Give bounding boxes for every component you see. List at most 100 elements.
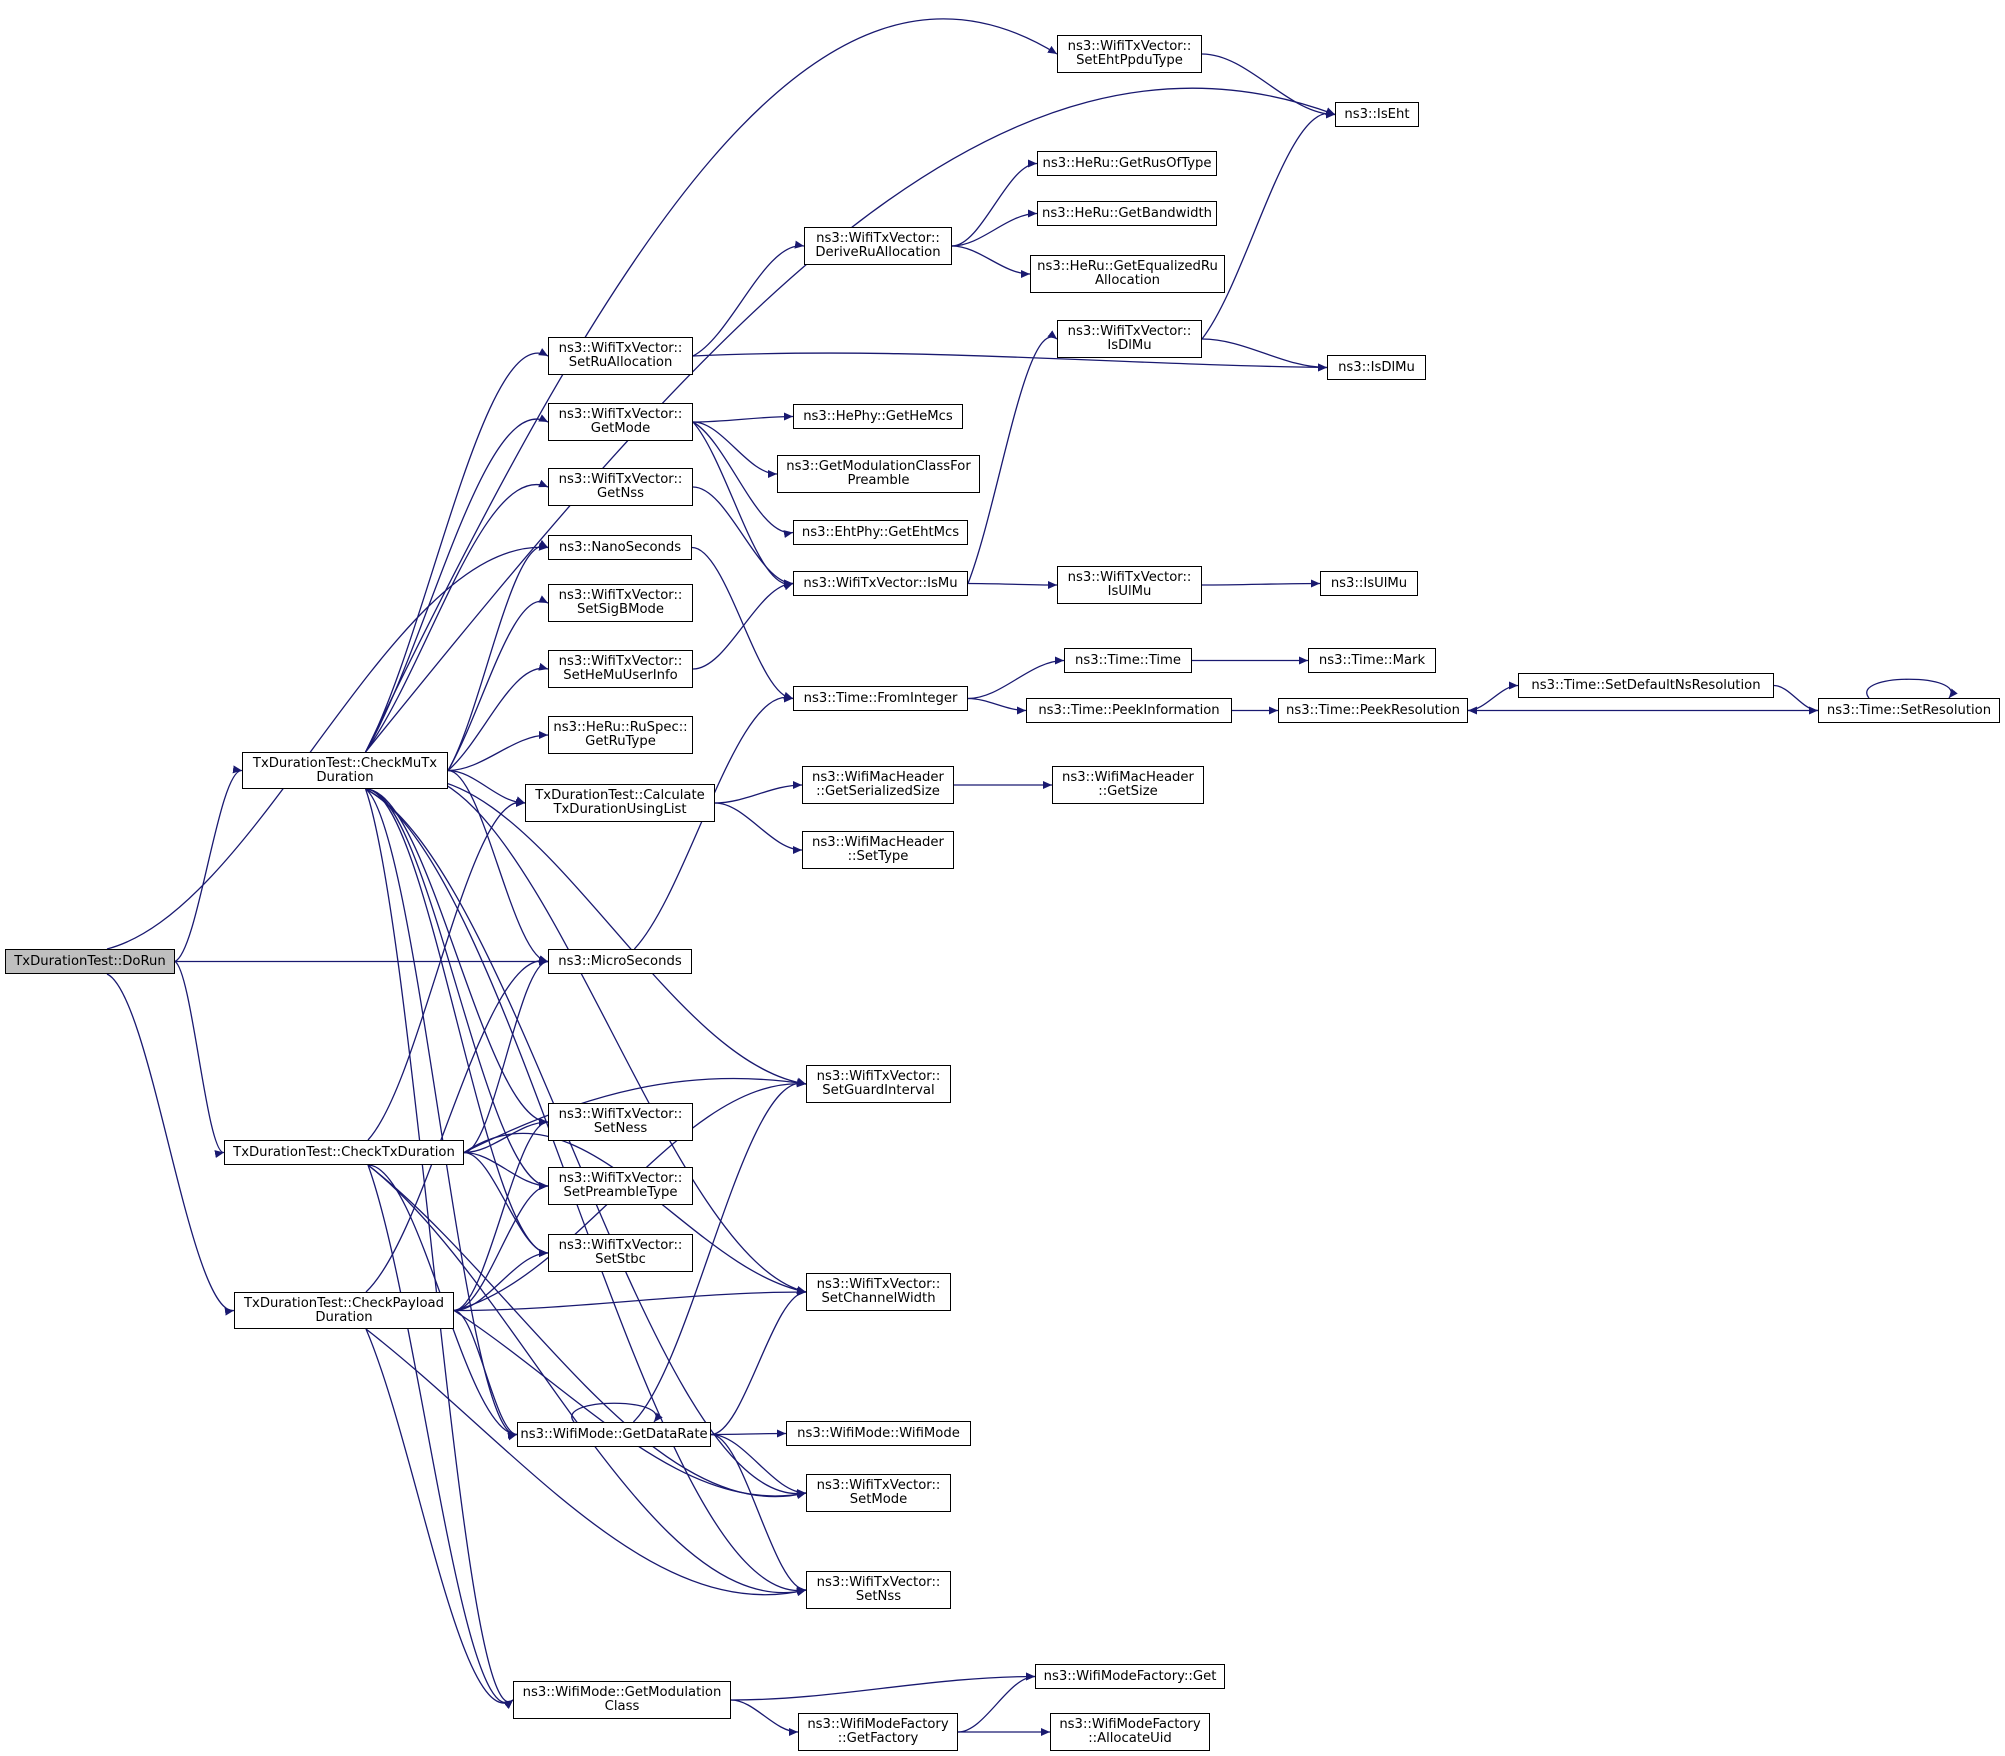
node-microseconds[interactable]: ns3::MicroSeconds [548,949,692,974]
node-factoryget[interactable]: ns3::WifiModeFactory::Get [1035,1664,1225,1689]
edge-getfactory-to-factoryget [957,1672,1036,1733]
node-label-line: ns3::EhtPhy::GetEhtMcs [801,524,960,540]
node-label-line: ns3::IsEht [1344,106,1410,122]
node-label-line: ns3::WifiTxVector:: [816,1478,941,1493]
edge-getmodulation-to-factoryget [730,1672,1036,1701]
node-setchannel[interactable]: ns3::WifiTxVector::SetChannelWidth [806,1273,951,1311]
node-label-line: ns3::WifiTxVector:: [816,1575,941,1590]
node-sethemu[interactable]: ns3::WifiTxVector::SetHeMuUserInfo [548,650,693,688]
node-setpreamble[interactable]: ns3::WifiTxVector::SetPreambleType [548,1167,693,1205]
edge-checkmutx-to-getnss [365,479,549,753]
node-nanoseconds[interactable]: ns3::NanoSeconds [548,535,692,560]
node-label-line: ns3::WifiTxVector:: [558,1107,683,1122]
node-setres[interactable]: ns3::Time::SetResolution [1818,698,2000,723]
node-getfactory[interactable]: ns3::WifiModeFactory::GetFactory [798,1713,958,1751]
node-getrutype[interactable]: ns3::HeRu::RuSpec::GetRuType [548,716,693,754]
node-label-line: ns3::WifiTxVector:: [1067,570,1192,585]
node-label-line: ns3::IsDlMu [1338,359,1415,375]
edge-deriveru-to-getequalized [951,245,1031,278]
edge-checktx-to-setness [463,1118,549,1154]
node-peekinfo[interactable]: ns3::Time::PeekInformation [1026,698,1232,723]
node-ismu[interactable]: ns3::WifiTxVector::IsMu [793,571,968,596]
node-setguard[interactable]: ns3::WifiTxVector::SetGuardInterval [806,1065,951,1103]
node-setnss[interactable]: ns3::WifiTxVector::SetNss [806,1571,951,1609]
edge-checktx-to-microseconds [463,957,549,1154]
node-peekres[interactable]: ns3::Time::PeekResolution [1278,698,1468,723]
node-getsize[interactable]: ns3::WifiMacHeader::GetSize [1052,766,1204,804]
node-label-line: ns3::IsUlMu [1330,575,1408,591]
node-label-line: ns3::WifiTxVector:: [558,654,683,669]
node-allocuid[interactable]: ns3::WifiModeFactory::AllocateUid [1050,1713,1210,1751]
node-getbandwidth[interactable]: ns3::HeRu::GetBandwidth [1037,201,1217,226]
node-setehtppdu[interactable]: ns3::WifiTxVector::SetEhtPpduType [1057,35,1202,73]
edge-setehtppdu-to-iseht [1201,53,1336,119]
edge-getdatarate-to-getdatarate [571,1402,663,1423]
node-settype[interactable]: ns3::WifiMacHeader::SetType [802,831,954,869]
node-label-line: ns3::WifiTxVector:: [816,231,940,246]
node-timetime[interactable]: ns3::Time::Time [1064,648,1192,673]
node-getnss[interactable]: ns3::WifiTxVector::GetNss [548,468,693,506]
edge-dorun-to-checkmutx [174,765,243,963]
node-label-line: TxDurationTest::Calculate [535,788,705,803]
node-label-line: ::GetSerializedSize [816,784,940,799]
node-setsigb[interactable]: ns3::WifiTxVector::SetSigBMode [548,584,693,622]
node-frominteger[interactable]: ns3::Time::FromInteger [793,686,968,711]
node-setness[interactable]: ns3::WifiTxVector::SetNess [548,1103,693,1141]
node-dorun[interactable]: TxDurationTest::DoRun [5,949,175,974]
node-timemark[interactable]: ns3::Time::Mark [1308,648,1436,673]
node-label-line: ns3::WifiTxVector:: [816,1069,941,1084]
edge-isulmuvec-to-isulmu [1201,579,1321,588]
node-gethemcs[interactable]: ns3::HePhy::GetHeMcs [793,404,963,429]
node-isdlmuvec[interactable]: ns3::WifiTxVector::IsDlMu [1057,320,1202,358]
node-label-line: ns3::HeRu::GetBandwidth [1041,205,1213,221]
edge-getmode-to-ismu [692,421,794,591]
edge-ismu-to-isdlmuvec [967,330,1058,584]
node-label-line: ns3::HeRu::GetRusOfType [1042,155,1212,171]
node-setrualloc[interactable]: ns3::WifiTxVector::SetRuAllocation [548,337,693,375]
node-getrusoftype[interactable]: ns3::HeRu::GetRusOfType [1037,151,1217,176]
edge-checktx-to-getmodulation [367,1164,514,1709]
node-setmode[interactable]: ns3::WifiTxVector::SetMode [806,1474,951,1512]
edge-checkmutx-to-microseconds [447,769,549,966]
edge-getdatarate-to-setmode [710,1433,807,1497]
node-getehtmcs[interactable]: ns3::EhtPhy::GetEhtMcs [793,520,968,545]
node-label-line: TxDurationTest::CheckPayload [244,1295,444,1311]
edge-checkmutx-to-nanoseconds [447,539,549,771]
node-getmode[interactable]: ns3::WifiTxVector::GetMode [548,403,693,441]
edge-checkmutx-to-setrualloc [365,348,549,753]
node-label-line: ns3::WifiModeFactory [807,1717,949,1732]
node-label-line: Duration [315,1309,373,1325]
node-label-line: SetChannelWidth [821,1291,936,1306]
edge-peekres-to-setdefaultns [1467,681,1519,712]
node-label-line: IsDlMu [1107,338,1152,353]
edge-getmode-to-gethemcs [692,412,794,423]
node-getserialized[interactable]: ns3::WifiMacHeader::GetSerializedSize [802,766,954,804]
node-label-line: TxDurationUsingList [553,802,687,817]
node-isulmu[interactable]: ns3::IsUlMu [1320,571,1418,596]
node-setstbc[interactable]: ns3::WifiTxVector::SetStbc [548,1234,693,1272]
node-checktx[interactable]: TxDurationTest::CheckTxDuration [224,1140,464,1165]
node-deriveru[interactable]: ns3::WifiTxVector::DeriveRuAllocation [804,227,952,265]
edge-isdlmuvec-to-isdlmu [1201,338,1328,372]
node-label-line: Allocation [1094,273,1160,288]
node-isdlmu[interactable]: ns3::IsDlMu [1327,355,1426,380]
node-label-line: Duration [316,769,374,785]
node-wifimode[interactable]: ns3::WifiMode::WifiMode [786,1421,971,1446]
node-getdatarate[interactable]: ns3::WifiMode::GetDataRate [517,1422,711,1447]
node-label-line: GetNss [596,486,645,501]
edge-checkmutx-to-setchannel [365,772,807,1294]
node-setdefaultns[interactable]: ns3::Time::SetDefaultNsResolution [1518,673,1774,698]
edge-calculate-to-settype [714,802,803,854]
node-label-line: ns3::WifiModeFactory [1059,1717,1201,1732]
node-label-line: SetPreambleType [563,1185,678,1200]
node-label-line: SetGuardInterval [822,1083,935,1098]
node-iseht[interactable]: ns3::IsEht [1335,102,1419,127]
node-isulmuvec[interactable]: ns3::WifiTxVector::IsUlMu [1057,566,1202,604]
